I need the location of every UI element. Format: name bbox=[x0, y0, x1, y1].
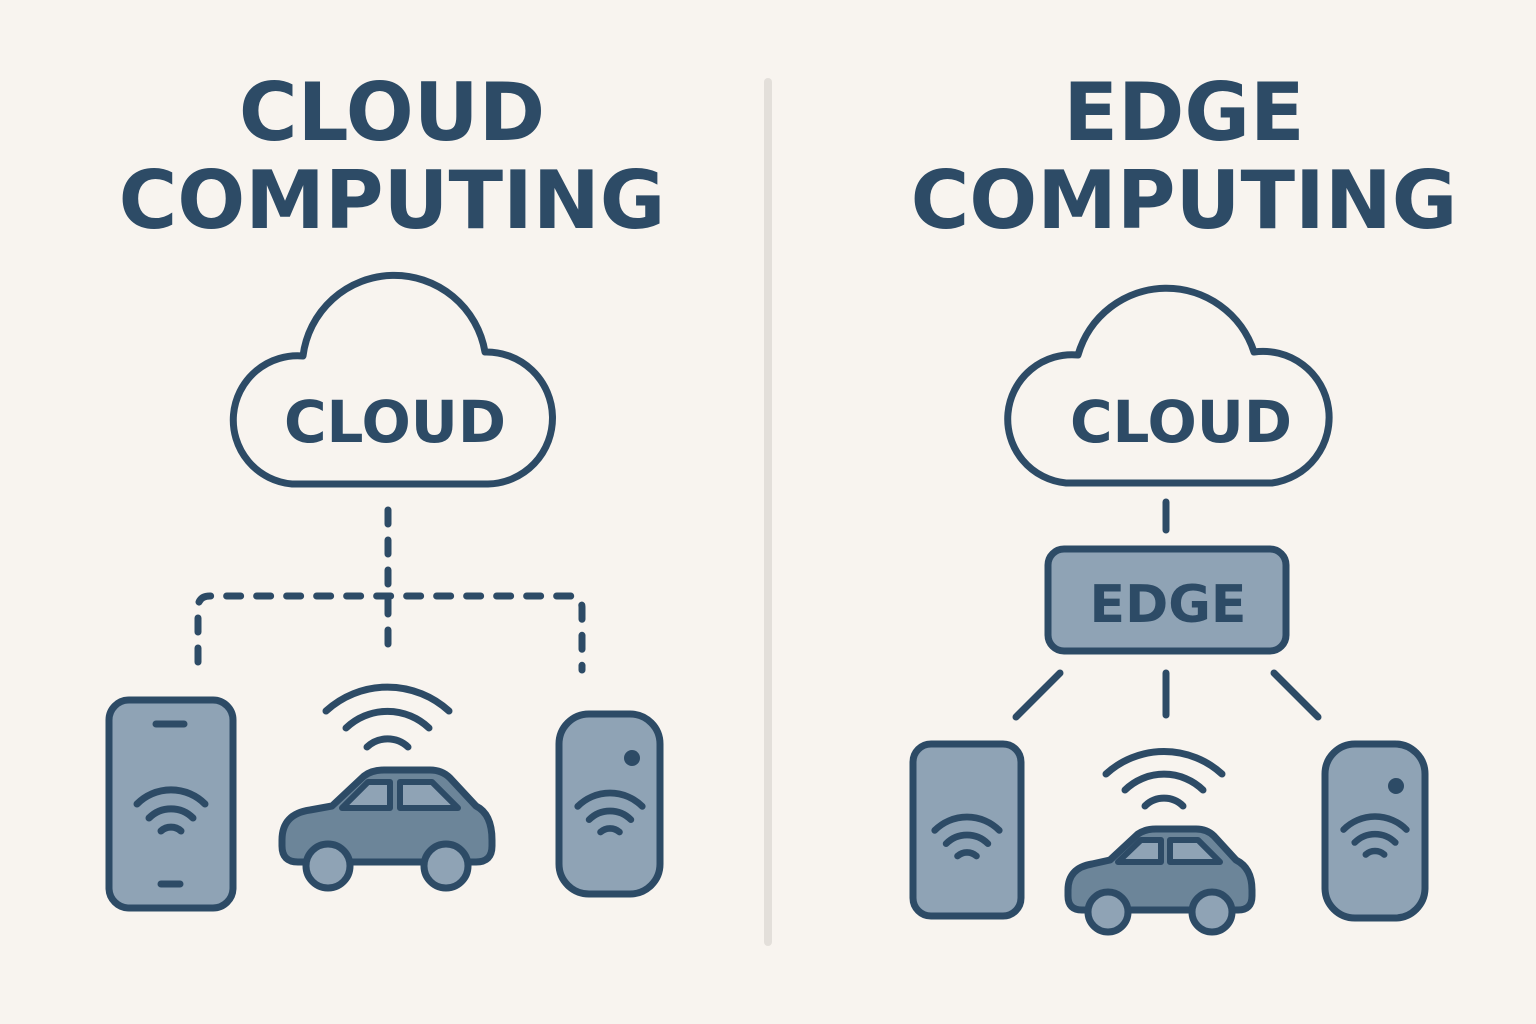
right-title-line2: COMPUTING bbox=[911, 154, 1458, 247]
edge-computing-panel: EDGE COMPUTING CLOUD EDGE bbox=[909, 66, 1458, 936]
wifi-icon bbox=[322, 683, 453, 751]
cloud-computing-panel: CLOUD COMPUTING CLOUD bbox=[105, 66, 666, 912]
left-title-line1: CLOUD bbox=[239, 66, 545, 159]
smartphone-icon bbox=[105, 696, 237, 912]
edge-device-links bbox=[1012, 669, 1322, 721]
smart-speaker-icon bbox=[1321, 740, 1429, 922]
left-title-line2: COMPUTING bbox=[119, 154, 666, 247]
cloud-icon bbox=[229, 271, 556, 488]
edge-node: EDGE bbox=[1044, 545, 1290, 655]
connected-car-icon bbox=[1064, 748, 1256, 936]
wifi-icon bbox=[1102, 748, 1226, 810]
right-title-line1: EDGE bbox=[1063, 66, 1304, 159]
smart-speaker-icon bbox=[555, 710, 664, 898]
connected-car-icon bbox=[278, 683, 496, 892]
right-cloud-label: CLOUD bbox=[1070, 388, 1292, 456]
left-cloud-label: CLOUD bbox=[284, 388, 506, 456]
edge-label: EDGE bbox=[1090, 575, 1247, 635]
cloud-icon bbox=[1004, 284, 1333, 487]
tablet-icon bbox=[909, 740, 1025, 920]
dashed-connections bbox=[194, 506, 586, 674]
